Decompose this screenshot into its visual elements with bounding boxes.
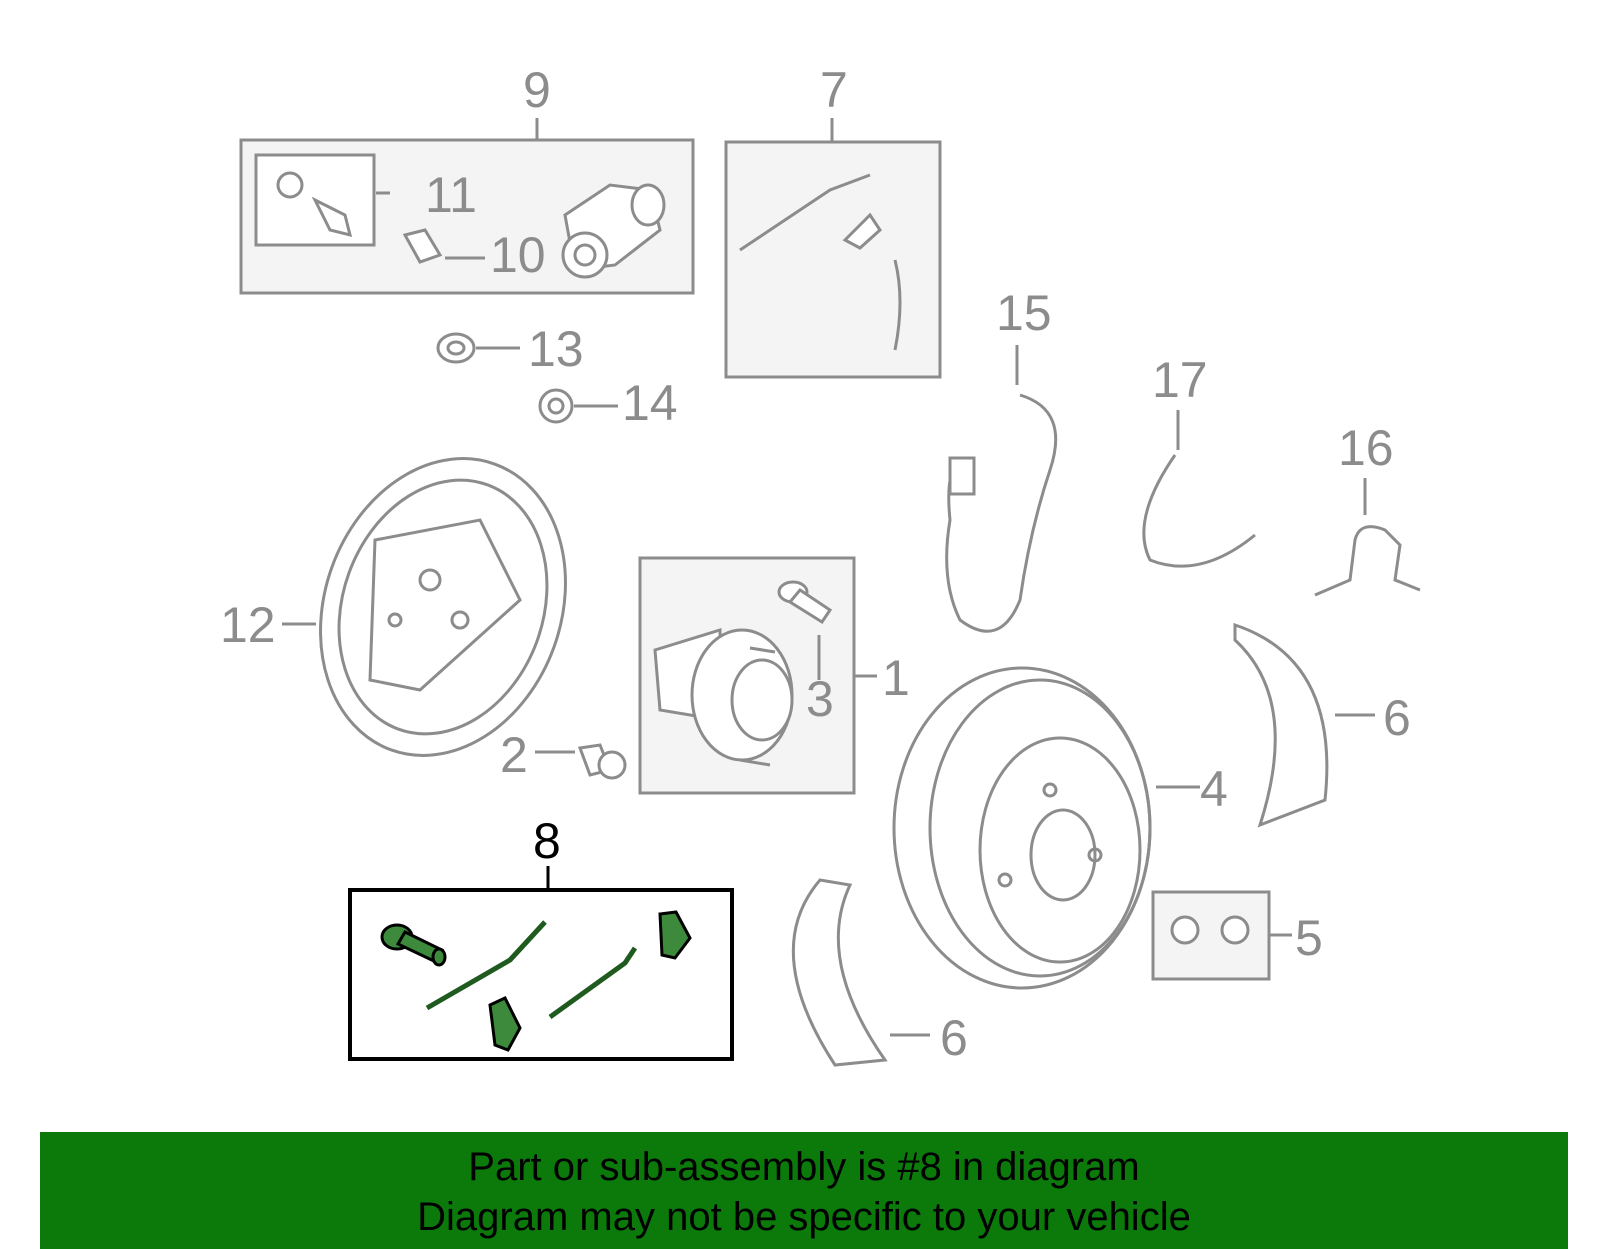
callout-15: 15 bbox=[996, 285, 1052, 341]
banner-line-1: Part or sub-assembly is #8 in diagram bbox=[468, 1145, 1140, 1189]
brake-drum-icon bbox=[892, 666, 1152, 990]
brake-hose-icon bbox=[1142, 454, 1256, 568]
wheel-cylinder-icon bbox=[561, 183, 666, 279]
info-banner: Part or sub-assembly is #8 in diagram Di… bbox=[40, 1132, 1568, 1249]
callout-13: 13 bbox=[528, 321, 584, 377]
brake-line-icon bbox=[1314, 525, 1421, 597]
callout-10: 10 bbox=[490, 227, 546, 283]
banner-line-2: Diagram may not be specific to your vehi… bbox=[417, 1195, 1191, 1239]
callout-17: 17 bbox=[1152, 352, 1208, 408]
hub-bearing-icon bbox=[653, 627, 794, 767]
callout-3: 3 bbox=[806, 671, 834, 727]
callout-6-lower: 6 bbox=[940, 1010, 968, 1066]
plug-13-icon bbox=[436, 332, 476, 364]
bolt-10-icon bbox=[402, 228, 443, 264]
callout-8: 8 bbox=[533, 813, 561, 869]
callout-9: 9 bbox=[523, 62, 551, 118]
wheel-stud-icon bbox=[777, 580, 833, 625]
screw-5-icon bbox=[1170, 915, 1250, 945]
callout-12: 12 bbox=[220, 597, 276, 653]
callout-2: 2 bbox=[500, 727, 528, 783]
plug-14-icon bbox=[538, 388, 574, 424]
bolt-2-icon bbox=[577, 743, 627, 780]
bleeder-screw-icon bbox=[276, 171, 353, 238]
box-5 bbox=[1151, 890, 1271, 981]
brake-shoe-lower-icon bbox=[791, 878, 888, 1067]
callout-4: 4 bbox=[1200, 761, 1228, 817]
callout-1: 1 bbox=[882, 650, 910, 706]
callout-11: 11 bbox=[425, 167, 477, 223]
backing-plate-icon bbox=[319, 457, 567, 757]
box-7 bbox=[724, 140, 942, 379]
brake-shoe-upper-icon bbox=[1233, 622, 1329, 828]
callout-14: 14 bbox=[622, 375, 678, 431]
hardware-kit-icon bbox=[380, 910, 692, 1052]
callout-6-upper: 6 bbox=[1383, 690, 1411, 746]
abs-sensor-icon bbox=[945, 393, 1058, 633]
callout-16: 16 bbox=[1338, 420, 1394, 476]
adjuster-icon bbox=[739, 173, 902, 351]
callout-5: 5 bbox=[1295, 910, 1323, 966]
callout-7: 7 bbox=[820, 62, 848, 118]
